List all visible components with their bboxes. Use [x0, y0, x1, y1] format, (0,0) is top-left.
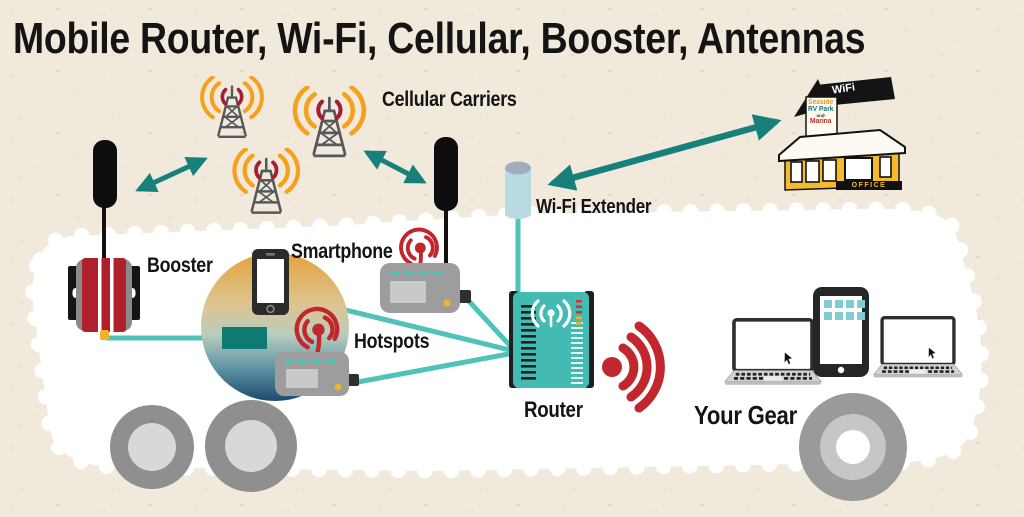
rv-wheel-icon — [110, 400, 297, 492]
label-smartphone: Smartphone — [291, 240, 393, 263]
roof-antenna-icon — [93, 140, 117, 208]
hotspot-icon — [380, 263, 471, 313]
interior-antenna-icon — [222, 327, 267, 349]
hotspot-icon — [275, 352, 359, 396]
laptop-icon — [872, 316, 964, 380]
antenna-masts — [102, 206, 448, 266]
router-wifi-icon — [530, 299, 572, 328]
roof-antenna-icon — [434, 137, 458, 211]
cell-tower-icon — [202, 77, 262, 137]
tablet-icon — [813, 287, 869, 377]
label-wifi-extender: Wi-Fi Extender — [536, 196, 652, 218]
router-icon — [509, 291, 594, 388]
wifi-extender-icon — [505, 161, 531, 219]
laptop-icon — [723, 318, 823, 387]
wifi-signal-icon — [602, 321, 665, 413]
label-hotspots: Hotspots — [354, 330, 430, 353]
sign-line: -and- — [815, 112, 826, 118]
page-title: Mobile Router, Wi-Fi, Cellular, Booster,… — [13, 14, 866, 63]
smartphone-icon — [252, 249, 289, 315]
double-arrow-icon — [135, 114, 782, 192]
label-router: Router — [524, 397, 583, 422]
sign-line: Marina — [810, 118, 832, 126]
cell-tower-icon — [234, 149, 298, 212]
label-your-gear: Your Gear — [694, 400, 797, 430]
park-sign-board: Seaside RV Park -and- Marina — [806, 99, 835, 126]
label-cellular-carriers: Cellular Carriers — [382, 88, 517, 111]
booster-icon — [68, 258, 140, 340]
office-band-text: OFFICE — [851, 181, 887, 189]
cell-tower-icon — [295, 87, 364, 156]
park-office-building-icon — [778, 77, 906, 191]
rv-wheel-icon — [799, 393, 907, 501]
label-booster: Booster — [147, 254, 213, 277]
sign-line: Seaside — [808, 99, 834, 106]
sign-line: RV Park — [808, 106, 834, 114]
